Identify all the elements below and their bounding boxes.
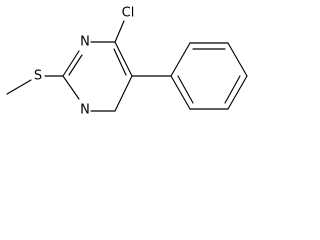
bond-methyl-sulfur	[6, 79, 32, 95]
bond-ph4-ph5-inner	[224, 75, 241, 104]
bond-ph3-ph4	[227, 42, 248, 77]
bond-ph6-ph1	[170, 75, 191, 110]
atom-labels: Cl N S N	[34, 6, 134, 118]
bond-c5-c6	[114, 75, 133, 112]
bond-c4-c5	[114, 41, 133, 77]
bond-c4-c5-inner	[113, 48, 127, 76]
bond-ph4-ph5	[227, 75, 248, 110]
bond-ph1-ph2	[170, 42, 191, 77]
nitrogen-bottom-label: N	[80, 103, 90, 118]
chlorine-label: Cl	[122, 6, 135, 21]
sulfur-label: S	[34, 69, 42, 84]
bond-c4-chlorine	[114, 20, 125, 43]
bond-c2-n1	[62, 50, 80, 77]
bonds	[6, 20, 248, 112]
bond-ph6-ph1-inner	[177, 75, 194, 104]
chemical-structure: Cl N S N	[6, 6, 248, 118]
bond-c2-n3	[62, 75, 80, 100]
nitrogen-top-label: N	[80, 35, 90, 50]
bond-c2-n1-inner	[68, 54, 83, 76]
